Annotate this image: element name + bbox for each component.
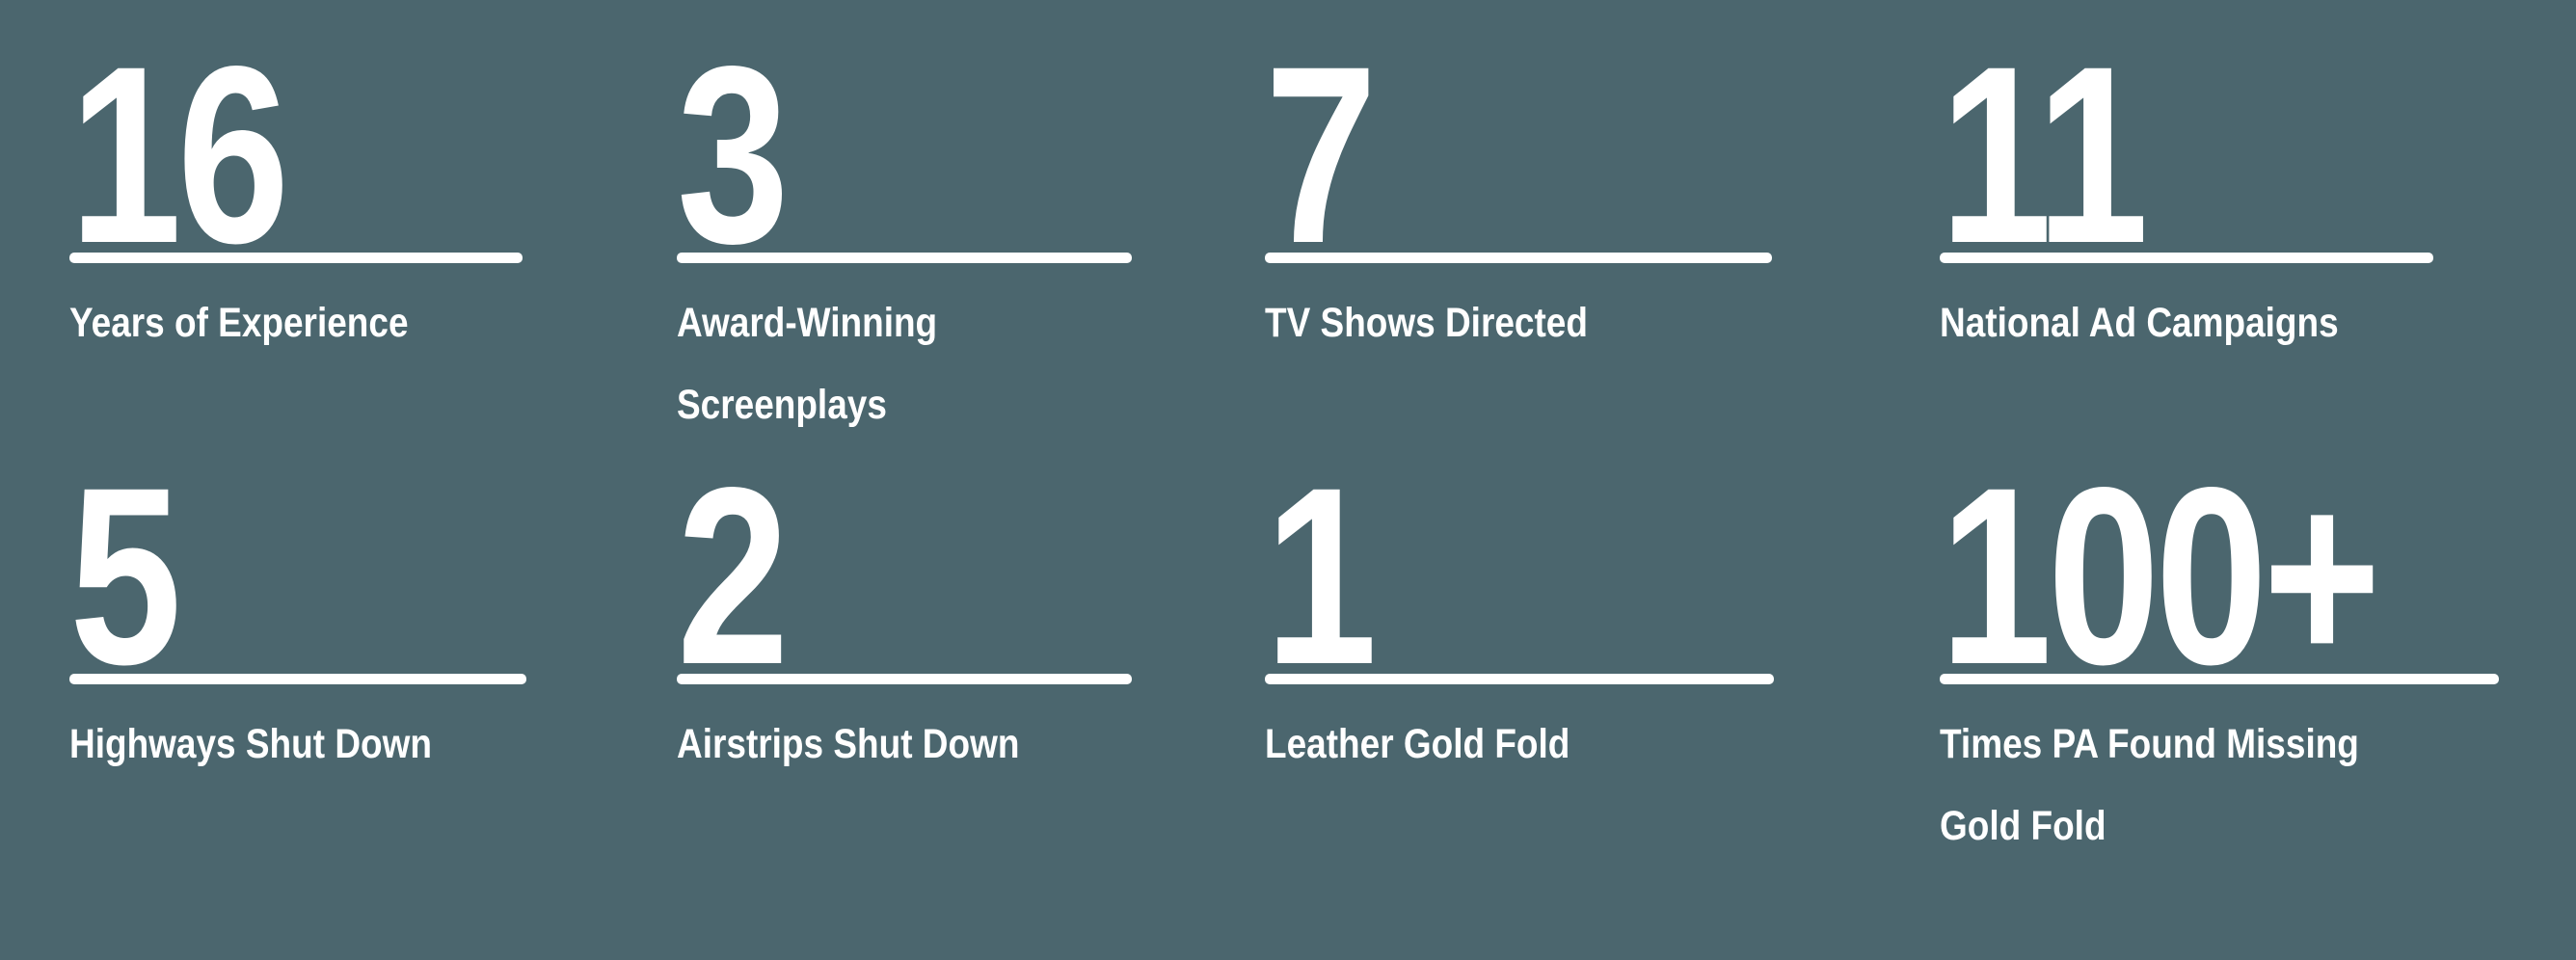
stat-card-highways-shut-down: 5 Highways Shut Down xyxy=(69,429,677,858)
stat-value: 11 xyxy=(1940,13,2149,296)
stat-divider-rule xyxy=(1940,674,2499,684)
stat-divider-rule xyxy=(69,674,526,684)
stat-value: 1 xyxy=(1265,435,1378,717)
stat-label: Leather Gold Fold xyxy=(1265,721,1570,767)
stat-divider-rule xyxy=(69,253,523,263)
stat-label: TV Shows Directed xyxy=(1265,300,1588,346)
stat-card-times-pa-found-missing-gold-fold: 100+ Times PA Found Missing Gold Fold xyxy=(1940,429,2507,858)
stat-value: 2 xyxy=(677,435,790,717)
stat-value: 7 xyxy=(1265,13,1378,296)
stat-divider-rule xyxy=(1940,253,2433,263)
stats-grid: 16 Years of Experience 3 Award-Winning S… xyxy=(69,0,2507,960)
stat-divider-rule xyxy=(677,253,1132,263)
stat-label: Award-Winning Screenplays xyxy=(677,300,938,428)
stat-value: 5 xyxy=(69,435,182,717)
stat-value: 16 xyxy=(69,13,289,296)
stat-card-award-winning-screenplays: 3 Award-Winning Screenplays xyxy=(677,0,1265,429)
stat-label: Years of Experience xyxy=(69,300,409,346)
stat-card-leather-gold-fold: 1 Leather Gold Fold xyxy=(1265,429,1940,858)
stat-card-years-of-experience: 16 Years of Experience xyxy=(69,0,677,429)
stat-card-national-ad-campaigns: 11 National Ad Campaigns xyxy=(1940,0,2507,429)
stat-divider-rule xyxy=(1265,253,1772,263)
stat-divider-rule xyxy=(677,674,1132,684)
stat-value: 3 xyxy=(677,13,790,296)
stat-label: Airstrips Shut Down xyxy=(677,721,1020,767)
stat-label: Highways Shut Down xyxy=(69,721,432,767)
stat-card-airstrips-shut-down: 2 Airstrips Shut Down xyxy=(677,429,1265,858)
stat-divider-rule xyxy=(1265,674,1774,684)
stat-card-tv-shows-directed: 7 TV Shows Directed xyxy=(1265,0,1940,429)
stat-label: Times PA Found Missing Gold Fold xyxy=(1940,721,2359,849)
stat-value: 100+ xyxy=(1940,435,2381,717)
stat-label: National Ad Campaigns xyxy=(1940,300,2339,346)
